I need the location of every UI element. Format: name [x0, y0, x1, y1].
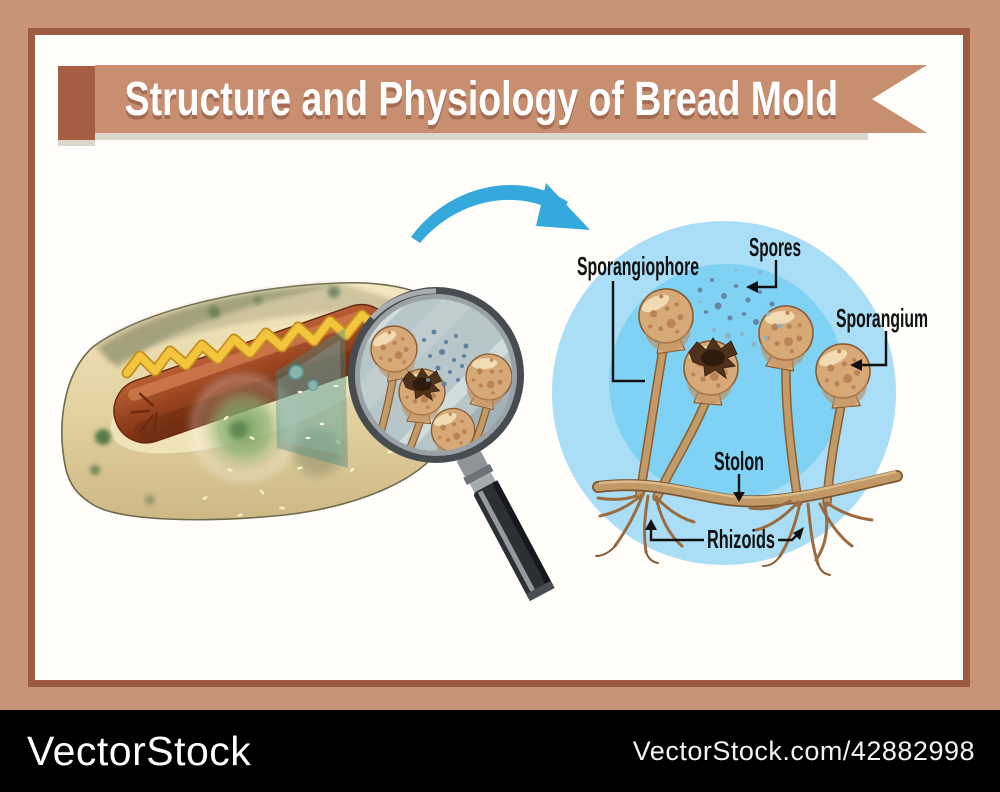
mold-spore-seeds	[202, 415, 393, 517]
label-sporangium: Sporangium	[836, 303, 928, 333]
ribbon: Structure and Physiology of Bread Mold	[95, 65, 868, 133]
label-rhizoids: Rhizoids	[707, 524, 775, 554]
curved-arrow-icon	[411, 183, 590, 243]
watermark-bar: VectorStock VectorStock.com/42882998	[0, 710, 1000, 792]
magnifier-handle	[456, 448, 555, 602]
label-spores: Spores	[749, 232, 801, 262]
title-banner: Structure and Physiology of Bread Mold	[0, 0, 1000, 160]
label-sporangiophore: Sporangiophore	[577, 251, 699, 281]
lens-spore-dots	[422, 329, 469, 387]
leader-line-spores	[758, 260, 778, 289]
brand-text: VectorStock	[27, 727, 252, 774]
leader-line-sporangium	[862, 331, 888, 367]
page-title: Structure and Physiology of Bread Mold	[124, 72, 839, 126]
zoom-cone	[275, 328, 348, 468]
spore-dots	[697, 268, 783, 347]
leader-arrowheads	[645, 281, 862, 540]
image-ref-text: VectorStock.com/42882998	[632, 735, 975, 766]
leader-line-rhizoids-left	[649, 530, 704, 542]
rhizoid-roots	[595, 492, 874, 576]
leader-line-sporangiophore	[611, 281, 645, 383]
magnifying-glass-illustration	[348, 287, 555, 602]
ribbon-tail-icon	[858, 62, 932, 136]
mustard-zigzag	[121, 304, 396, 379]
ribbon-fold-square	[58, 66, 95, 140]
mold-structure-diagram: Sporangiophore Spores Sporangium Stolon …	[552, 221, 928, 576]
label-stolon: Stolon	[714, 446, 764, 476]
bread-mold-colonies	[90, 286, 342, 505]
